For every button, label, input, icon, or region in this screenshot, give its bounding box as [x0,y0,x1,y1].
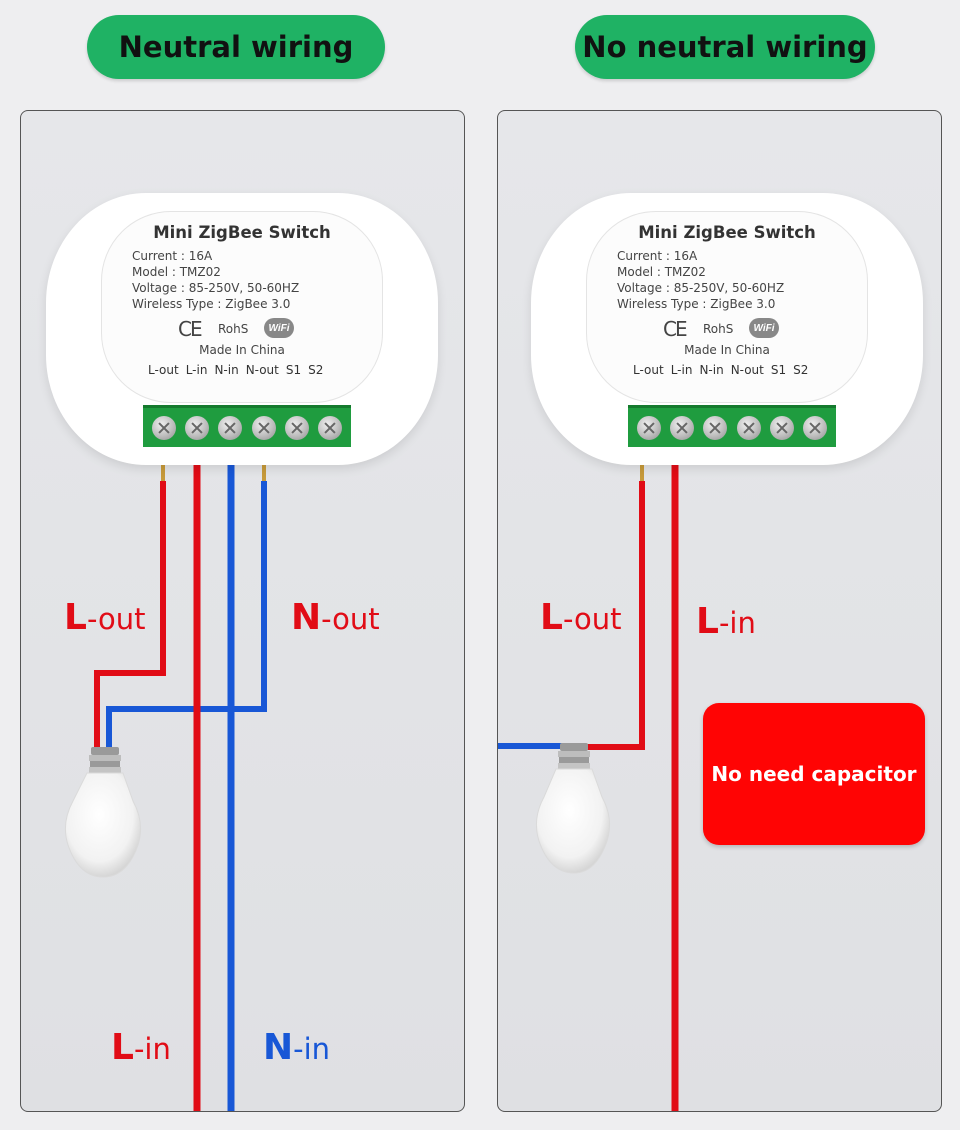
l-in-label: L-in [111,1027,171,1068]
terminal-labels: L-out L-in N-in N-out S1 S2 [633,363,815,377]
terminal-label: N-out [245,363,279,377]
rohs-mark: RohS [218,322,249,336]
terminal-label: S2 [308,363,324,377]
made-in-china-text: Made In China [199,343,285,357]
device-title: Mini ZigBee Switch [638,223,816,242]
screw-icon [218,415,243,440]
no-neutral-wiring-panel: Mini ZigBee Switch Current : 16A Model :… [497,110,942,1112]
no-neutral-wiring-title: No neutral wiring [582,30,868,64]
screw-icon [151,415,176,440]
spec-current: Current : 16A [132,249,213,263]
device-title: Mini ZigBee Switch [153,223,331,242]
l-out-wire [578,481,645,750]
screw-icon [318,415,343,440]
n-out-wire [106,481,267,751]
terminal-label: N-in [699,363,724,377]
n-out-label: N-out [291,597,380,638]
spec-model: Model : TMZ02 [132,265,221,279]
terminal-label: N-in [214,363,239,377]
n-in-label: N-in [263,1027,331,1068]
terminal-block [628,405,836,447]
spec-current: Current : 16A [617,249,698,263]
mini-zigbee-switch-device: Mini ZigBee Switch Current : 16A Model :… [531,193,923,465]
terminal-label: L-out [633,363,664,377]
ce-mark-icon: CE [178,317,203,341]
certification-marks: CE RohS WiFi [178,317,308,341]
spec-wireless-type: Wireless Type : ZigBee 3.0 [132,297,291,311]
device-label-area [586,211,868,403]
screw-icon [769,415,794,440]
screw-icon [184,415,209,440]
ce-mark-icon: CE [663,317,688,341]
terminal-label: S2 [793,363,809,377]
l-out-label: L-out [64,597,146,638]
l-out-wire-stub [161,461,165,481]
neutral-wiring-wires [64,461,267,1111]
no-neutral-wiring-header: No neutral wiring [575,15,875,79]
spec-voltage: Voltage : 85-250V, 50-60HZ [132,281,300,295]
screw-icon [669,415,694,440]
terminal-label: N-out [730,363,764,377]
no-need-capacitor-callout: No need capacitor [703,703,925,845]
screw-icon [284,415,309,440]
terminal-labels: L-out L-in N-in N-out S1 S2 [148,363,330,377]
terminal-block [143,405,351,447]
neutral-wiring-panel: Mini ZigBee Switch Current : 16A Model :… [20,110,465,1112]
light-bulb-icon [64,747,142,878]
device-label-area [101,211,383,403]
terminal-label: S1 [285,363,302,377]
no-neutral-wiring-wires [498,461,679,1111]
terminal-label: L-in [185,363,208,377]
terminal-label: L-out [148,363,179,377]
l-out-wire-stub [640,461,644,481]
terminal-label: L-in [670,363,693,377]
made-in-china-text: Made In China [684,343,770,357]
screw-icon [251,415,276,440]
spec-model: Model : TMZ02 [617,265,706,279]
rohs-mark: RohS [703,322,734,336]
wifi-icon: WiFi [749,318,779,338]
screw-icon [636,415,661,440]
l-out-label: L-out [540,597,622,638]
l-out-wire [94,481,166,751]
screw-icon [703,415,728,440]
l-in-label: L-in [696,601,756,642]
screw-icon [803,415,828,440]
mini-zigbee-switch-device: Mini ZigBee Switch Current : 16A Model :… [46,193,438,465]
wifi-icon: WiFi [264,318,294,338]
screw-icon [736,415,761,440]
neutral-wiring-title: Neutral wiring [118,30,354,64]
n-out-wire-stub [262,461,266,481]
terminal-label: S1 [770,363,787,377]
neutral-wiring-header: Neutral wiring [87,15,385,79]
spec-wireless-type: Wireless Type : ZigBee 3.0 [617,297,776,311]
light-bulb-icon [535,743,611,874]
certification-marks: CE RohS WiFi [663,317,793,341]
callout-text: No need capacitor [711,762,917,786]
spec-voltage: Voltage : 85-250V, 50-60HZ [617,281,785,295]
